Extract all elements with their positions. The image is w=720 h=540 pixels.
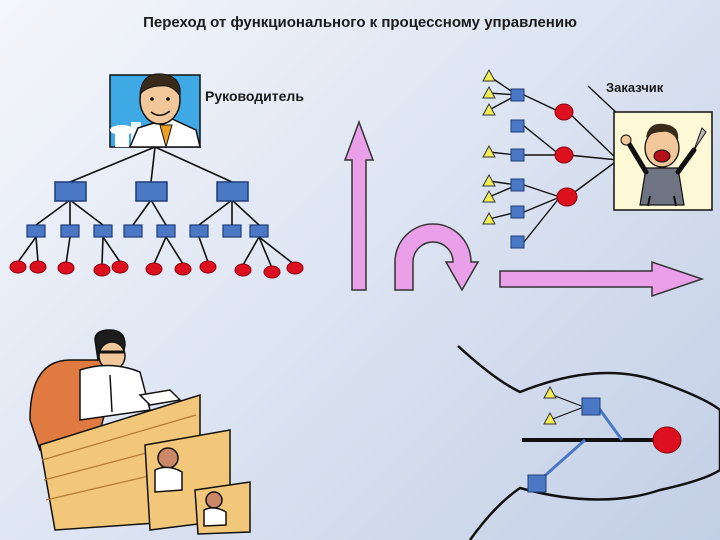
unit-box xyxy=(60,224,80,238)
employee-circles xyxy=(9,260,304,279)
fishbone-box xyxy=(581,397,601,416)
process-box xyxy=(510,148,525,162)
employee-circle xyxy=(29,260,47,274)
employee-circle xyxy=(286,261,304,275)
process-box xyxy=(510,235,525,249)
employee-circle xyxy=(93,263,111,277)
input-triangle xyxy=(482,68,496,82)
department-box xyxy=(216,181,249,202)
fishbone-box xyxy=(527,474,547,493)
excited-customer-icon xyxy=(613,111,713,211)
employee-circle xyxy=(57,261,75,275)
fishbone-triangle xyxy=(543,411,557,425)
process-links xyxy=(488,75,621,243)
slide-title: Переход от функционального к процессному… xyxy=(143,14,577,31)
employee-circle xyxy=(9,260,27,274)
unit-box xyxy=(93,224,113,238)
process-box xyxy=(510,178,525,192)
employee-circle xyxy=(234,263,252,277)
rotate-arrow-icon xyxy=(394,223,480,292)
input-triangle xyxy=(482,211,496,225)
input-triangle xyxy=(482,102,496,116)
fishbone-diagram-icon xyxy=(457,345,720,540)
input-triangle xyxy=(482,144,496,158)
customer-label: Заказчик xyxy=(606,80,664,95)
process-boxes xyxy=(510,88,525,249)
input-triangle xyxy=(482,173,496,187)
office-workers-at-desks-icon xyxy=(29,329,251,535)
employee-circle xyxy=(174,262,192,276)
input-triangle xyxy=(482,189,496,203)
employee-circle xyxy=(111,260,129,274)
process-box xyxy=(510,205,525,219)
department-box xyxy=(135,181,168,202)
fishbone-triangle xyxy=(543,385,557,399)
unit-box xyxy=(189,224,209,238)
input-triangle xyxy=(482,85,496,99)
process-box xyxy=(510,88,525,102)
result-circle xyxy=(554,103,574,121)
manager-label: Руководитель xyxy=(205,88,304,104)
fishbone-head-circle xyxy=(652,426,682,454)
result-circle xyxy=(554,146,574,164)
employee-circle xyxy=(199,260,217,274)
up-arrow-icon xyxy=(343,119,375,291)
unit-box xyxy=(249,224,269,238)
businessman-portrait-icon xyxy=(109,73,201,149)
functional-hierarchy xyxy=(17,146,296,269)
process-result-circles xyxy=(554,103,578,207)
unit-boxes xyxy=(26,224,269,238)
employee-circle xyxy=(145,262,163,276)
unit-box xyxy=(222,224,242,238)
unit-box xyxy=(123,224,143,238)
right-arrow-icon xyxy=(499,260,705,298)
process-triangles xyxy=(482,68,496,225)
unit-box xyxy=(26,224,46,238)
employee-circle xyxy=(263,265,281,279)
department-boxes xyxy=(54,181,249,202)
process-box xyxy=(510,119,525,133)
result-circle xyxy=(556,187,578,207)
department-box xyxy=(54,181,87,202)
unit-box xyxy=(156,224,176,238)
